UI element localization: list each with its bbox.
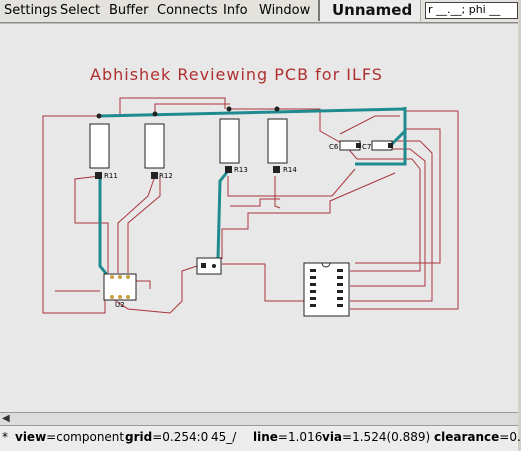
menu-settings[interactable]: Settings bbox=[4, 3, 58, 18]
label-u2: U2 bbox=[115, 301, 125, 309]
label-r13: R13 bbox=[234, 166, 248, 174]
pcb-drawing[interactable]: Abhishek Reviewing PCB for ILFS bbox=[0, 24, 518, 413]
status-angle: 45_/ bbox=[211, 430, 237, 444]
horizontal-scrollbar[interactable]: ◀ bbox=[0, 412, 518, 425]
component-u2[interactable] bbox=[103, 273, 137, 301]
menu-window[interactable]: Window bbox=[259, 3, 311, 18]
label-r12: R12 bbox=[159, 172, 173, 180]
resistor-r12[interactable] bbox=[144, 123, 165, 169]
status-clearance: clearance=0. bbox=[434, 430, 521, 444]
status-via: via=1.524(0.889) bbox=[322, 430, 431, 444]
teal-traces bbox=[98, 107, 407, 277]
menu-buffer[interactable]: Buffer bbox=[109, 3, 149, 18]
label-r14: R14 bbox=[283, 166, 297, 174]
menu-select[interactable]: Select bbox=[60, 3, 101, 18]
status-view: view=component bbox=[15, 430, 125, 444]
component-small-part[interactable] bbox=[196, 257, 222, 275]
label-c6: C6 bbox=[329, 143, 339, 151]
status-prefix: * bbox=[2, 430, 8, 444]
status-grid: grid=0.254:0 bbox=[125, 430, 209, 444]
status-line: line=1.016 bbox=[253, 430, 323, 444]
capacitor-pins bbox=[356, 143, 393, 148]
pcb-canvas[interactable]: Abhishek Reviewing PCB for ILFS bbox=[0, 23, 518, 413]
label-r11: R11 bbox=[104, 172, 118, 180]
status-bar: * view=component grid=0.254:0 45_/ line=… bbox=[0, 425, 521, 451]
menu-info[interactable]: Info bbox=[223, 3, 248, 18]
menu-bar: Settings Select Buffer Connects Info Win… bbox=[0, 0, 518, 23]
window-title: Unnamed bbox=[332, 1, 413, 19]
resistor-r11[interactable] bbox=[89, 123, 110, 169]
scroll-left-icon[interactable]: ◀ bbox=[2, 413, 10, 424]
coordinate-field[interactable]: r __.__; phi __ bbox=[425, 2, 518, 19]
window-title-box: Unnamed bbox=[318, 0, 421, 21]
component-ic[interactable] bbox=[303, 262, 350, 317]
resistor-bodies bbox=[89, 118, 288, 169]
resistor-pins bbox=[95, 106, 280, 179]
menu-connects[interactable]: Connects bbox=[157, 3, 218, 18]
resistor-r13[interactable] bbox=[219, 118, 240, 164]
resistor-r14[interactable] bbox=[267, 118, 288, 164]
label-c7: C7 bbox=[362, 143, 371, 151]
board-title: Abhishek Reviewing PCB for ILFS bbox=[90, 65, 383, 84]
